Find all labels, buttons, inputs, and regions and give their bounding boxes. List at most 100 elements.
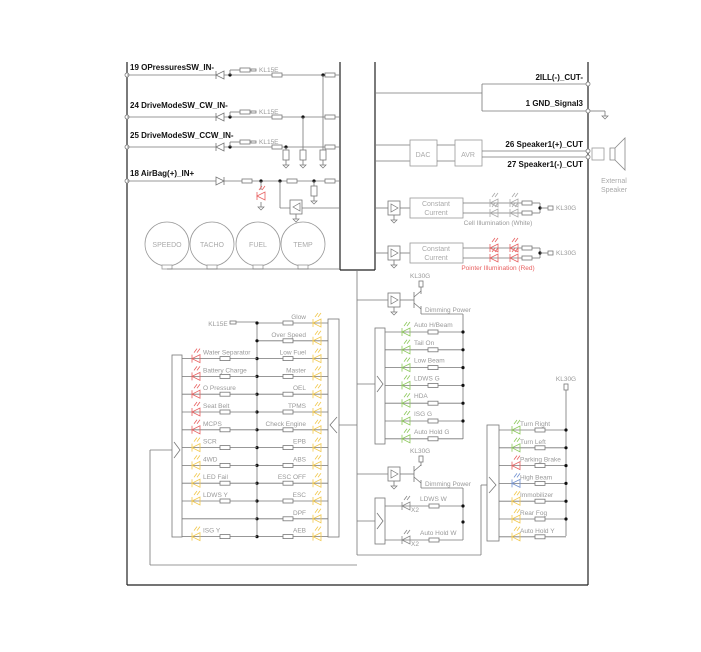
led-icon (511, 508, 521, 524)
amplifier-icon (390, 295, 399, 305)
junction-dot (564, 499, 568, 503)
resistor (521, 245, 533, 251)
resistor (271, 114, 283, 120)
led-icon (511, 490, 521, 506)
indicator-label: SCR (203, 439, 217, 446)
resistor (428, 503, 440, 509)
led-icon (511, 473, 521, 489)
indicator-label: Parking Brake (520, 457, 561, 464)
terminal-pin (585, 108, 591, 114)
indicator-label: Seat Belt (203, 403, 230, 410)
gauge-label: TEMP (293, 242, 313, 249)
indicator-label: Glow (291, 314, 306, 321)
led-icon (312, 312, 322, 328)
indicator-label: LED Fail (203, 474, 228, 481)
junction-dot (461, 401, 465, 405)
led-icon (509, 247, 519, 263)
ground-icon (390, 485, 398, 490)
junction-dot (461, 520, 465, 524)
resistor (282, 480, 294, 486)
connector (418, 280, 424, 288)
led-icon (511, 419, 521, 435)
resistor (534, 427, 546, 433)
led-icon (191, 455, 201, 471)
resistor (324, 178, 336, 184)
buffer-icon (376, 375, 384, 393)
indicator-label: ABS (293, 456, 307, 463)
resistor (324, 144, 336, 150)
resistor (282, 373, 294, 379)
led-icon (191, 472, 201, 488)
indicator-label: Auto H/Beam (414, 322, 453, 329)
connector (547, 205, 554, 211)
led-icon (489, 247, 499, 263)
supply-label: KL30G (556, 376, 576, 383)
connector (250, 68, 257, 72)
indicator-label: Water Separator (203, 350, 251, 357)
led-icon (312, 401, 322, 417)
input-pin-label: 24 DriveModeSW_CW_IN- (130, 101, 228, 110)
led-icon (312, 472, 322, 488)
indicator-label: Auto Hold Y (520, 528, 555, 535)
junction-dot (461, 383, 465, 387)
resistor (271, 144, 283, 150)
indicator-label: LDWS W (420, 496, 448, 503)
resistor (219, 356, 231, 362)
ground-icon (390, 264, 398, 269)
junction-dot (461, 348, 465, 352)
resistor (521, 255, 533, 261)
dimming-label: Dimming Power (425, 307, 472, 314)
resistor (534, 463, 546, 469)
resistor (327, 318, 340, 538)
resistor (427, 436, 439, 442)
resistor (534, 534, 546, 540)
ground-icon (390, 311, 398, 316)
speaker-label: External (601, 178, 627, 185)
ground-icon (319, 164, 327, 169)
indicator-label: TPMS (288, 403, 307, 410)
amplifier-icon (390, 469, 399, 479)
buffer-icon (376, 512, 384, 530)
supply-label: KL15E (208, 321, 228, 328)
dac-block (409, 139, 438, 167)
indicator-label: Rear Fog (520, 510, 547, 517)
wire (413, 476, 422, 484)
wire (413, 464, 422, 472)
led-icon (191, 437, 201, 453)
resistor (521, 210, 533, 216)
diode-icon (215, 70, 225, 80)
resistor (282, 445, 294, 451)
output-pin-label: 26 Speaker1(+)_CUT (505, 140, 583, 149)
resistor (324, 114, 336, 120)
led-icon (191, 383, 201, 399)
speaker-icon (609, 137, 626, 171)
resistor (241, 178, 253, 184)
led-icon (312, 330, 322, 346)
led-icon (312, 348, 322, 364)
supply-label: KL30G (410, 448, 430, 455)
resistor (534, 516, 546, 522)
indicator-label: Turn Right (520, 421, 550, 428)
resistor (534, 498, 546, 504)
illumination-label: Cell Illumination (White) (464, 220, 533, 227)
indicator-label: EPB (293, 439, 306, 446)
resistor (427, 347, 439, 353)
supply-label: KL15E (259, 139, 279, 146)
ground-icon (601, 115, 609, 120)
resistor (219, 498, 231, 504)
led-icon (489, 202, 499, 218)
led-icon (191, 401, 201, 417)
resistor (282, 427, 294, 433)
led-icon (256, 185, 266, 201)
led-icon (401, 392, 411, 408)
resistor (299, 149, 307, 161)
supply-label: KL30G (556, 205, 576, 212)
junction-dot (564, 517, 568, 521)
resistor (219, 480, 231, 486)
ground-icon (299, 164, 307, 169)
led-icon (312, 437, 322, 453)
terminal-pin (585, 81, 591, 87)
junction-dot (564, 446, 568, 450)
led-icon (191, 490, 201, 506)
